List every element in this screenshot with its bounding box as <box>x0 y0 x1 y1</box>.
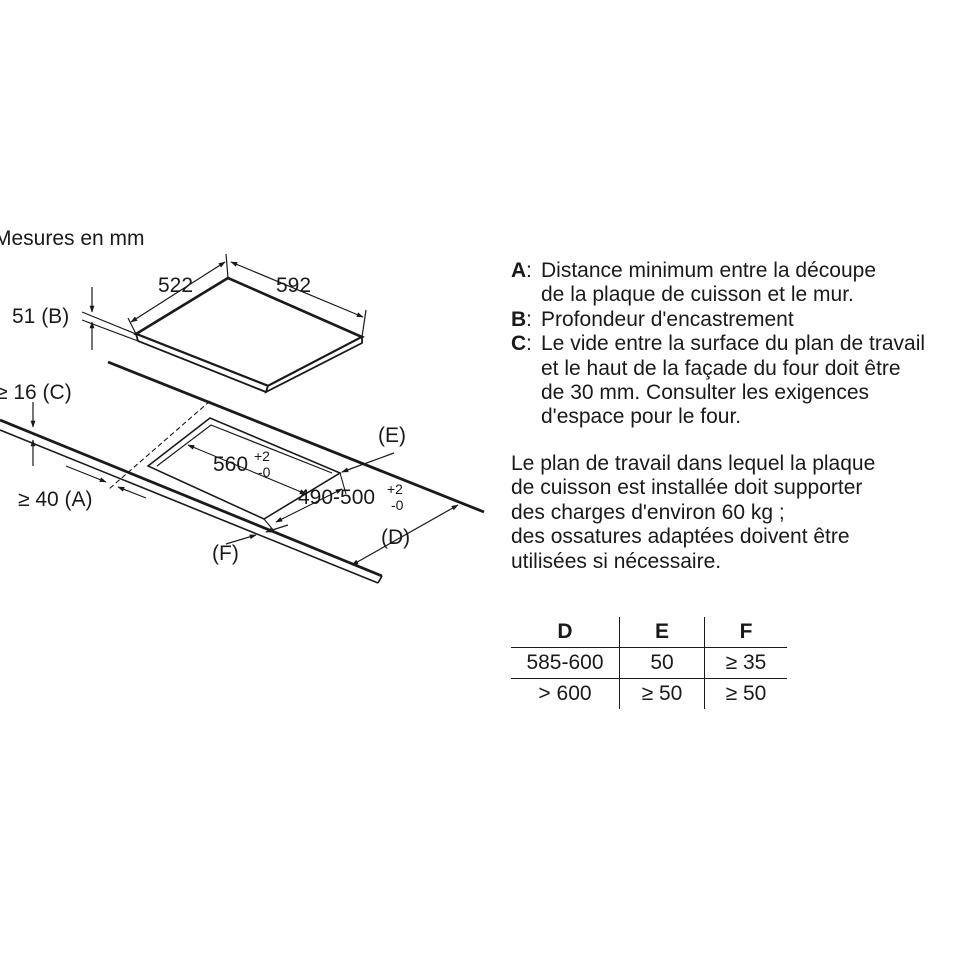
units-caption: Mesures en mm <box>0 227 145 250</box>
cutout-width-value: 560 <box>213 453 248 476</box>
table-header-row: D E F <box>511 617 787 648</box>
table-cell: ≥ 50 <box>704 678 787 709</box>
cutout-width-tol-minus: -0 <box>258 464 271 480</box>
legend-text: Le vide entre la surface du plan de trav… <box>541 332 925 430</box>
legend-line: de la plaque de cuisson et le mur. <box>541 283 854 307</box>
f-dimension <box>225 524 289 545</box>
note-line: des ossatures adaptées doivent être <box>511 525 850 549</box>
cutout-depth-value: 490-500 <box>298 486 375 509</box>
cutout-depth-label: 490-500 <box>298 486 375 509</box>
c-dimension-label: ≥ 16 (C) <box>0 381 72 404</box>
note-line: de cuisson est installée doit supporter <box>511 476 863 500</box>
table-row: > 600 ≥ 50 ≥ 50 <box>511 678 787 709</box>
worktop-cutout <box>108 400 347 532</box>
table-header-d: D <box>557 620 573 643</box>
cutout-width-tol-plus: +2 <box>254 448 270 464</box>
table-header-e: E <box>619 617 705 648</box>
legend-key: A <box>511 259 527 282</box>
legend-line: d'espace pour le four. <box>541 405 742 429</box>
table-cell: 585-600 <box>511 647 620 679</box>
cutout-depth-tol-plus: +2 <box>387 481 403 497</box>
b-dimension <box>81 287 139 350</box>
table-cell: ≥ 35 <box>704 647 787 679</box>
table-header-f: F <box>704 617 787 648</box>
note-line: Le plan de travail dans lequel la plaque <box>511 452 876 475</box>
cutout-width-label: 560 <box>213 453 248 476</box>
legend: A : Distance minimum entre la découpe de… <box>511 259 970 430</box>
d-dimension-label: (D) <box>381 526 410 549</box>
table-cell: ≥ 50 <box>619 678 705 709</box>
a-dimension <box>65 465 147 499</box>
hob-depth-label: 522 <box>158 274 193 297</box>
legend-item-a: A : Distance minimum entre la découpe de… <box>511 259 970 308</box>
hob-dimensions <box>127 253 367 338</box>
legend-line: Distance minimum entre la découpe <box>541 259 876 282</box>
note-line: des charges d'environ 60 kg ; <box>511 500 785 524</box>
worktop <box>0 360 485 584</box>
dimensions-table: D E F 585-600 50 ≥ 35 > 600 ≥ 50 ≥ 50 <box>511 617 787 709</box>
note-line: utilisées si nécessaire. <box>511 549 722 573</box>
hob-side-right <box>264 335 363 394</box>
legend-key: B <box>511 307 527 331</box>
d-dimension <box>351 504 459 566</box>
legend-colon: : <box>526 332 532 356</box>
legend-key: C <box>511 332 527 356</box>
legend-item-b: B : Profondeur d'encastrement <box>511 308 970 332</box>
legend-item-c: C : Le vide entre la surface du plan de … <box>511 332 970 430</box>
legend-text: Profondeur d'encastrement <box>541 308 794 332</box>
table-cell: > 600 <box>511 678 620 709</box>
hob-width-label: 592 <box>276 274 311 297</box>
b-dimension-label: 51 (B) <box>12 305 69 328</box>
e-dimension <box>341 452 395 473</box>
legend-line: Profondeur d'encastrement <box>541 307 794 331</box>
legend-line: et le haut de la façade du four doit êtr… <box>541 356 901 380</box>
legend-text: Distance minimum entre la découpe de la … <box>541 259 876 308</box>
cutout-depth-tol-minus: -0 <box>391 497 404 513</box>
e-dimension-label: (E) <box>378 424 406 447</box>
legend-line: Le vide entre la surface du plan de trav… <box>541 332 926 356</box>
legend-colon: : <box>526 259 532 282</box>
legend-line: de 30 mm. Consulter les exigences <box>541 381 869 405</box>
table-cell: 50 <box>619 647 705 679</box>
f-dimension-label: (F) <box>212 542 239 565</box>
load-note: Le plan de travail dans lequel la plaque… <box>511 452 970 574</box>
installation-diagram: Mesures en mm 522 592 51 (B) <box>0 227 485 584</box>
a-dimension-label: ≥ 40 (A) <box>18 488 93 511</box>
table-row: 585-600 50 ≥ 35 <box>511 647 787 679</box>
legend-colon: : <box>526 307 532 331</box>
